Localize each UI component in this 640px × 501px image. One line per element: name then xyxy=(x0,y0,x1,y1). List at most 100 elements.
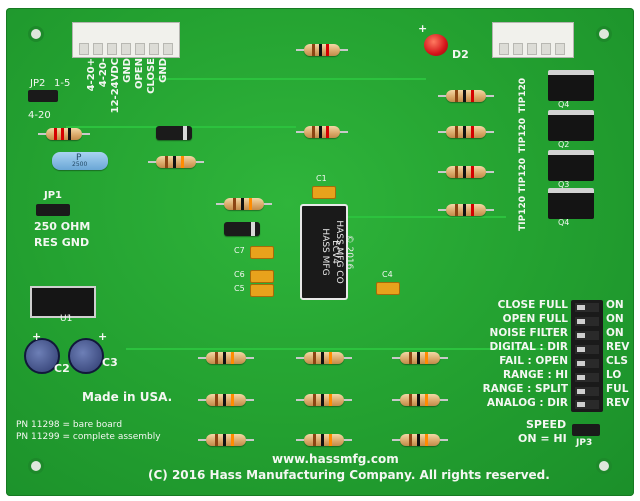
transistor-ref: Q4 xyxy=(558,100,570,109)
resistor xyxy=(296,434,352,446)
c4-ref: C4 xyxy=(382,270,393,279)
mounting-hole xyxy=(28,26,44,42)
speed-jumper[interactable] xyxy=(572,424,600,436)
c3-plus: + xyxy=(98,330,108,343)
speed-setting: ON = HI xyxy=(518,432,567,445)
resistor xyxy=(198,352,254,364)
led-plus: + xyxy=(418,22,428,35)
transistor-ref: Q2 xyxy=(558,140,570,149)
resistor xyxy=(216,198,272,210)
u1-ref: U1 xyxy=(60,314,73,324)
dip-label: REV xyxy=(606,397,630,409)
transistor-q3 xyxy=(548,150,594,181)
resistor xyxy=(296,44,348,56)
transistor-type: TIP120 xyxy=(518,196,528,231)
c2-ref: C2 xyxy=(54,362,70,375)
dip-label: CLS xyxy=(606,355,628,367)
part-number-bare: PN 11298 = bare board xyxy=(16,420,123,430)
diode xyxy=(224,222,260,236)
terminal-connector-right xyxy=(492,22,574,58)
c3-ref: C3 xyxy=(102,356,118,369)
c6-ref: C6 xyxy=(234,270,245,279)
capacitor-c3 xyxy=(68,338,104,374)
jp2-alt: 4-20 xyxy=(28,110,51,121)
dip-label: FUL xyxy=(606,383,629,395)
resistor xyxy=(438,90,494,102)
connector-label: GND xyxy=(158,58,169,83)
connector-label: CLOSE xyxy=(146,58,157,94)
mounting-hole xyxy=(596,26,612,42)
trace xyxy=(146,78,426,80)
ic-line4: HASS MFG CO xyxy=(334,220,344,284)
capacitor-c6 xyxy=(250,270,274,283)
resistor xyxy=(148,156,204,168)
dip-label: DIGITAL : DIR xyxy=(489,341,568,353)
resistor xyxy=(296,126,348,138)
dip-label: ANALOG : DIR xyxy=(486,397,568,409)
dip-label: OPEN FULL xyxy=(502,313,568,325)
transistor-ref: Q3 xyxy=(558,180,570,189)
connector-label: OPEN xyxy=(134,58,145,90)
dip-label: CLOSE FULL xyxy=(497,299,568,311)
resistor xyxy=(392,394,448,406)
jp2-ref: JP2 xyxy=(30,78,46,89)
dip-switch-toggle[interactable] xyxy=(575,359,599,368)
jp1-ref: JP1 xyxy=(44,190,63,201)
capacitor-c4 xyxy=(376,282,400,295)
transistor-ref: Q4 xyxy=(558,218,570,227)
jp2-range: 1-5 xyxy=(54,78,71,89)
jp1-label1: 250 OHM xyxy=(34,220,91,233)
connector-label: 12-24VDC xyxy=(110,58,121,114)
jp1-jumper xyxy=(36,204,70,216)
ic-line3: © 2016 xyxy=(344,234,354,270)
dip-switch-labels-left: CLOSE FULL OPEN FULL NOISE FILTER DIGITA… xyxy=(456,298,568,410)
connector-label-group: GND CLOSE OPEN GND 12-24VDC 4-20- 4-20+ xyxy=(76,58,176,120)
dip-label: NOISE FILTER xyxy=(489,327,568,339)
trace xyxy=(336,216,506,218)
copyright-text: (C) 2016 Hass Manufacturing Company. All… xyxy=(148,468,550,482)
dip-switch-toggle[interactable] xyxy=(575,373,599,382)
resistor xyxy=(392,352,448,364)
terminal-connector-left xyxy=(72,22,180,58)
transistor-type: TIP120 xyxy=(518,118,528,153)
resistor xyxy=(38,128,90,140)
connector-label: GND xyxy=(122,58,133,83)
capacitor-c7 xyxy=(250,246,274,259)
c7-ref: C7 xyxy=(234,246,245,255)
connector-label: 4-20- xyxy=(98,58,109,88)
dip-switch-toggle[interactable] xyxy=(575,400,599,409)
capacitor-c5 xyxy=(250,284,274,297)
resistor xyxy=(438,166,494,178)
fuse-mark: P xyxy=(76,153,82,163)
jp2-jumper xyxy=(28,90,58,102)
dip-label: REV xyxy=(606,341,630,353)
ic-text-2: © 2016 HASS MFG CO xyxy=(322,204,354,300)
trace xyxy=(126,348,546,350)
mounting-hole xyxy=(596,458,612,474)
transistor-q2 xyxy=(548,110,594,141)
transistor-type: TIP120 xyxy=(518,78,528,113)
mounting-hole xyxy=(28,458,44,474)
dip-switch-toggle[interactable] xyxy=(575,317,599,326)
dip-switch-toggle[interactable] xyxy=(575,331,599,340)
resistor xyxy=(198,434,254,446)
transistor-q4 xyxy=(548,188,594,219)
capacitor-c1 xyxy=(312,186,336,199)
dip-label: RANGE : SPLIT xyxy=(482,383,568,395)
dip-switch-toggle[interactable] xyxy=(575,387,599,396)
fuse-code: 2500 xyxy=(72,161,88,168)
dip-switch-toggle[interactable] xyxy=(575,303,599,312)
dip-switch xyxy=(571,300,603,412)
ic-chip: ECV4 HASS MFG © 2016 HASS MFG CO xyxy=(300,204,354,300)
resistor xyxy=(438,204,494,216)
speed-ref: JP3 xyxy=(576,438,593,448)
speed-label: SPEED xyxy=(526,418,567,431)
part-number-assembly: PN 11299 = complete assembly xyxy=(16,432,161,442)
led-ref: D2 xyxy=(452,48,469,61)
connector-label: 4-20+ xyxy=(86,58,97,92)
resistor xyxy=(438,126,494,138)
c2-plus: + xyxy=(32,330,42,343)
resistor xyxy=(392,434,448,446)
dip-switch-toggle[interactable] xyxy=(575,345,599,354)
resistor xyxy=(296,352,352,364)
